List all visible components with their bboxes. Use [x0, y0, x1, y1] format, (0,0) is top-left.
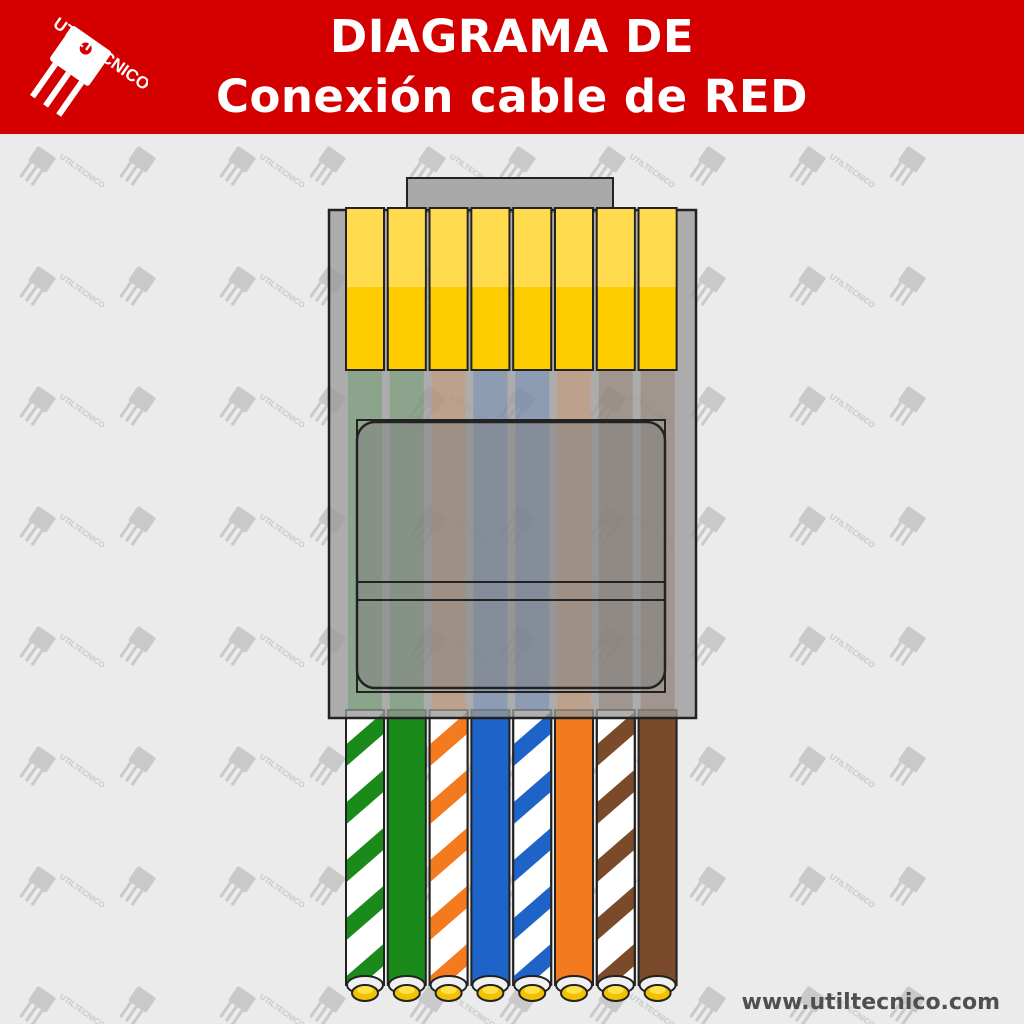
wire-white-green: [345, 709, 385, 1002]
watermark-logo-icon: [309, 146, 346, 187]
watermark-logo-icon: [499, 986, 536, 1024]
title-line-1: DIAGRAMA DE: [329, 10, 695, 63]
connector-latch: [406, 177, 614, 213]
utiltecnico-logo-icon: UTILTECNICO: [29, 14, 148, 117]
pin-highlight: [556, 209, 592, 287]
watermark-logo-icon: [119, 986, 156, 1024]
wire-channel: [389, 370, 424, 710]
watermark-logo-icon: [689, 986, 726, 1024]
wire-channel: [515, 370, 550, 710]
pin-highlight: [514, 209, 551, 287]
cable-clamp: [355, 420, 667, 690]
wire-blue: [470, 709, 511, 1002]
pin-highlight: [597, 209, 634, 287]
wire-white-orange: [428, 709, 469, 1002]
watermark-logo-icon: [889, 986, 926, 1024]
watermark-logo-icon: [889, 626, 926, 667]
wire-white-brown: [595, 709, 636, 1002]
watermark-logo-icon: [309, 746, 346, 787]
watermark-logo-icon: [119, 146, 156, 187]
wire-brown: [637, 709, 678, 1002]
watermark-logo-icon: [889, 266, 926, 307]
watermark-logo-icon: [119, 386, 156, 427]
wire-channel: [473, 370, 508, 710]
watermark-logo-icon: [889, 386, 926, 427]
watermark-logo-icon: [309, 866, 346, 907]
watermark-logo-icon: [889, 866, 926, 907]
wire-green: [386, 709, 427, 1002]
watermark-logo-icon: [689, 746, 726, 787]
watermark-logo-icon: [689, 866, 726, 907]
wires-group: [345, 709, 678, 1002]
wire-channel: [348, 370, 382, 710]
watermark-logo-icon: [119, 266, 156, 307]
pin-highlight: [430, 209, 467, 287]
watermark-logo-icon: [119, 506, 156, 547]
header-banner: UTILTECNICO DIAGRAMA DE Conexión cable d…: [0, 0, 1024, 134]
footer-url: www.utiltecnico.com: [741, 990, 1000, 1015]
wire-orange: [554, 709, 594, 1002]
title-line-2: Conexión cable de RED: [215, 70, 809, 123]
watermark-logo-icon: [119, 746, 156, 787]
wire-channel: [431, 370, 466, 710]
watermark-logo-icon: [119, 626, 156, 667]
watermark-logo-icon: [889, 746, 926, 787]
watermark-logo-icon: [889, 506, 926, 547]
watermark-logo-icon: [309, 986, 346, 1024]
pin-highlight: [639, 209, 676, 287]
watermark-logo-icon: [119, 866, 156, 907]
watermark-logo-icon: [689, 146, 726, 187]
watermark-logo-icon: [889, 146, 926, 187]
rj45-connector: [327, 177, 698, 720]
pin-highlight: [347, 209, 383, 287]
wire-channel: [598, 370, 633, 710]
pin-highlight: [472, 209, 509, 287]
pin-highlight: [388, 209, 425, 287]
wire-channel: [557, 370, 591, 710]
